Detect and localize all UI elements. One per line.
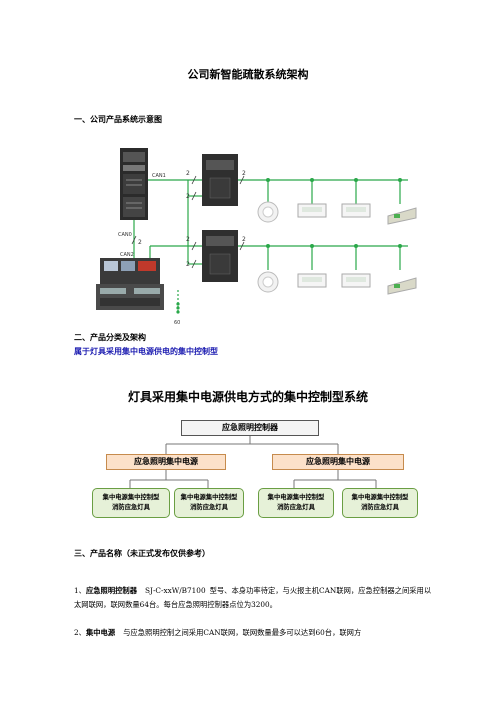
wire-label-f: 2 — [242, 236, 246, 243]
wire-label-c: 2 — [186, 236, 190, 243]
exit-sign-3 — [297, 273, 327, 288]
lamp-box-4: 集中电源集中控制型 消防应急灯具 — [342, 488, 418, 518]
exit-sign-2 — [341, 203, 371, 218]
system-diagram: CAN1 CAN0 CAN2 60 2 2 2 2 2 2 2 — [96, 148, 417, 326]
lamp-count-label: 60 — [174, 320, 180, 326]
lamp-box-2-line1: 集中电源集中控制型 — [180, 494, 238, 501]
controller-box: 应急照明控制器 — [181, 420, 319, 436]
power-source-box-1: 应急照明集中电源 — [106, 454, 226, 470]
wire-label-d: 2 — [186, 261, 190, 268]
lamp-box-4-line2: 消防应急灯具 — [361, 504, 399, 511]
lamp-box-2-line2: 消防应急灯具 — [190, 504, 228, 511]
document-title: 公司新智能疏散系统架构 — [187, 68, 309, 81]
can0-label: CAN0 — [118, 232, 132, 238]
bus-lines — [133, 179, 408, 270]
lamp-box-1-line2: 消防应急灯具 — [112, 504, 150, 511]
item-2-text: 与应急照明控制之间采用CAN联网，联网数量最多可以达到60台，联网方 — [123, 628, 362, 637]
item-2-name: 集中电源 — [85, 628, 116, 637]
can2-label: CAN2 — [120, 252, 134, 258]
exit-sign-1 — [297, 203, 327, 218]
item-1-name: 应急照明控制器 — [85, 586, 138, 595]
lamp-box-4-line1: 集中电源集中控制型 — [351, 494, 409, 501]
item-2-number: 2、 — [74, 628, 86, 637]
wire-label-e: 2 — [242, 170, 246, 177]
power-unit-1 — [202, 154, 238, 206]
lamp-box-1-line1: 集中电源集中控制型 — [102, 494, 160, 501]
lamp-box-2: 集中电源集中控制型 消防应急灯具 — [174, 488, 244, 518]
section-2-heading: 二、产品分类及架构 — [74, 332, 146, 342]
wire-label-b: 2 — [186, 193, 190, 200]
round-lamp-2 — [257, 271, 279, 293]
round-lamp-1 — [257, 201, 279, 223]
wire-label-g: 2 — [138, 239, 142, 246]
power-source-box-2: 应急照明集中电源 — [272, 454, 404, 470]
section-3-heading: 三、产品名称（未正式发布仅供参考） — [74, 548, 210, 558]
section-2-subheading: 属于灯具采用集中电源供电的集中控制型 — [74, 346, 218, 356]
architecture-title: 灯具采用集中电源供电方式的集中控制型系统 — [127, 390, 368, 404]
wire-count-marks — [131, 175, 245, 269]
lamp-box-3: 集中电源集中控制型 消防应急灯具 — [258, 488, 334, 518]
lamp-box-1: 集中电源集中控制型 消防应急灯具 — [92, 488, 170, 518]
can1-label: CAN1 — [152, 173, 166, 179]
lamp-box-3-line1: 集中电源集中控制型 — [267, 494, 325, 501]
main-host-cabinet — [120, 148, 148, 220]
lamp-box-3-line2: 消防应急灯具 — [277, 504, 315, 511]
architecture-connectors — [129, 436, 377, 488]
item-1-model: SJ-C-xxW/B7100 — [145, 586, 206, 595]
floor-sign-2 — [387, 277, 417, 295]
section-1-heading: 一、公司产品系统示意图 — [74, 114, 162, 124]
item-1-number: 1、 — [74, 586, 86, 595]
exit-sign-4 — [341, 273, 371, 288]
expansion-line — [176, 290, 180, 314]
item-1-text: 型号、本身功率待定，与火报主机CAN联网，应急控制器之间采用以太网联网，联网数量… — [74, 586, 432, 609]
console-desk — [96, 258, 164, 310]
wire-label-a: 2 — [186, 170, 190, 177]
floor-sign-1 — [387, 207, 417, 225]
item-2-paragraph: 2、集中电源与应急照明控制之间采用CAN联网，联网数量最多可以达到60台，联网方 — [74, 626, 432, 640]
junction-dots — [266, 178, 402, 248]
power-unit-2 — [202, 230, 238, 282]
